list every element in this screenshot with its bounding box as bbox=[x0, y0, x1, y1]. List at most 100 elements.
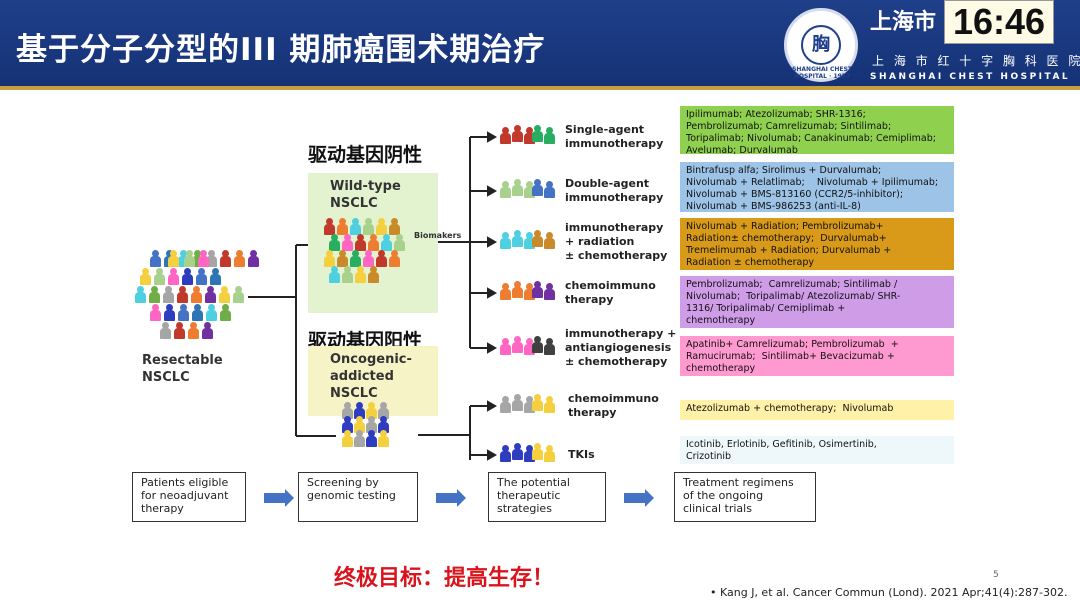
person-icon bbox=[168, 250, 179, 267]
person-icon bbox=[376, 218, 387, 235]
person-icon bbox=[160, 322, 171, 339]
person-icon bbox=[500, 396, 511, 413]
person-icon bbox=[378, 416, 389, 433]
person-icon bbox=[219, 286, 230, 303]
person-icon bbox=[198, 250, 209, 267]
person-icon bbox=[342, 430, 353, 447]
process-arrow bbox=[436, 489, 466, 507]
person-icon bbox=[324, 218, 335, 235]
person-icon bbox=[532, 394, 543, 411]
person-icon bbox=[363, 218, 374, 235]
person-icon bbox=[355, 266, 366, 283]
person-icon bbox=[192, 304, 203, 321]
regimen-box: Icotinib, Erlotinib, Gefitinib, Osimerti… bbox=[680, 436, 954, 464]
person-icon bbox=[524, 445, 535, 462]
person-icon bbox=[329, 234, 340, 251]
person-icon bbox=[342, 234, 353, 251]
person-icon bbox=[512, 125, 523, 142]
regimen-box: Ipilimumab; Atezolizumab; SHR-1316; Pemb… bbox=[680, 106, 954, 154]
person-icon bbox=[168, 268, 179, 285]
person-icon bbox=[544, 127, 555, 144]
person-icon bbox=[233, 286, 244, 303]
biomarkers-label: Biomakers bbox=[414, 231, 462, 240]
person-icon bbox=[544, 396, 555, 413]
person-icon bbox=[324, 250, 335, 267]
person-icon bbox=[342, 266, 353, 283]
regimen-box: Pembrolizumab; Camrelizumab; Sintilimab … bbox=[680, 276, 954, 328]
person-icon bbox=[177, 286, 188, 303]
person-icon bbox=[378, 430, 389, 447]
therapy-label: chemoimmuno therapy bbox=[568, 392, 659, 419]
person-icon bbox=[354, 430, 365, 447]
therapy-label: Single-agent immunotherapy bbox=[565, 123, 664, 150]
process-step-box: Patients eligible for neoadjuvant therap… bbox=[132, 472, 246, 522]
person-icon bbox=[149, 286, 160, 303]
branch-arrowhead bbox=[487, 236, 498, 248]
person-icon bbox=[184, 250, 195, 267]
regimen-box: Nivolumab + Radiation; Pembrolizumab+ Ra… bbox=[680, 218, 954, 270]
person-icon bbox=[355, 234, 366, 251]
person-icon bbox=[368, 234, 379, 251]
person-icon bbox=[164, 304, 175, 321]
clock-overlay: 16:46 bbox=[944, 0, 1054, 44]
person-icon bbox=[500, 338, 511, 355]
person-icon bbox=[178, 304, 189, 321]
person-icon bbox=[544, 445, 555, 462]
person-icon bbox=[220, 250, 231, 267]
hospital-name-en: SHANGHAI CHEST HOSPITAL bbox=[870, 72, 1071, 82]
person-icon bbox=[376, 250, 387, 267]
person-icon bbox=[191, 286, 202, 303]
branch-arrowhead bbox=[487, 400, 498, 412]
person-icon bbox=[150, 304, 161, 321]
person-icon bbox=[512, 394, 523, 411]
logo-ring-text: SHANGHAI CHEST HOSPITAL · 1957 bbox=[792, 66, 852, 80]
person-icon bbox=[500, 127, 511, 144]
person-icon bbox=[532, 281, 543, 298]
person-icon bbox=[206, 304, 217, 321]
person-icon bbox=[234, 250, 245, 267]
person-icon bbox=[512, 179, 523, 196]
person-icon bbox=[342, 402, 353, 419]
resectable-nsclc-label: Resectable NSCLC bbox=[142, 353, 223, 385]
person-icon bbox=[342, 416, 353, 433]
person-icon bbox=[337, 250, 348, 267]
person-icon bbox=[544, 283, 555, 300]
person-icon bbox=[154, 268, 165, 285]
person-icon bbox=[512, 230, 523, 247]
person-icon bbox=[532, 336, 543, 353]
person-icon bbox=[512, 336, 523, 353]
person-icon bbox=[544, 338, 555, 355]
branch-arrowhead bbox=[487, 342, 498, 354]
wild-type-label: Wild-type NSCLC bbox=[330, 179, 401, 211]
regimen-box: Apatinib+ Camrelizumab; Pembrolizumab + … bbox=[680, 336, 954, 376]
person-icon bbox=[524, 396, 535, 413]
process-step-box: Screening by genomic testing bbox=[298, 472, 418, 522]
branch-arrowhead bbox=[487, 449, 498, 461]
connector-lines bbox=[248, 131, 498, 461]
person-icon bbox=[140, 268, 151, 285]
ultimate-goal: 终极目标：提高生存！ bbox=[334, 566, 555, 591]
therapy-label: TKIs bbox=[568, 448, 595, 461]
citation: • Kang J, et al. Cancer Commun (Lond). 2… bbox=[710, 586, 1068, 599]
driver-negative-label: 驱动基因阴性 bbox=[308, 144, 423, 166]
therapy-label: immunotherapy + antiangiogenesis ± chemo… bbox=[565, 327, 677, 368]
treatment-flow-diagram: Resectable NSCLC 驱动基因阴性 Wild-type NSCLC … bbox=[0, 90, 1080, 612]
person-icon bbox=[532, 179, 543, 196]
person-icon bbox=[524, 338, 535, 355]
branch-arrowhead bbox=[487, 185, 498, 197]
person-icon bbox=[544, 181, 555, 198]
person-icon bbox=[532, 230, 543, 247]
person-icon bbox=[210, 268, 221, 285]
therapy-label: immunotherapy + radiation ± chemotherapy bbox=[565, 221, 668, 262]
branch-arrowhead bbox=[487, 131, 498, 143]
person-icon bbox=[350, 250, 361, 267]
hospital-logo: 胸 SHANGHAI CHEST HOSPITAL · 1957 bbox=[784, 8, 858, 82]
page-number: 5 bbox=[993, 570, 999, 580]
branch-arrowhead bbox=[487, 287, 498, 299]
person-icon bbox=[381, 234, 392, 251]
person-icon bbox=[366, 402, 377, 419]
person-icon bbox=[512, 443, 523, 460]
person-icon bbox=[500, 181, 511, 198]
person-icon bbox=[337, 218, 348, 235]
slide-header bbox=[0, 0, 1080, 86]
